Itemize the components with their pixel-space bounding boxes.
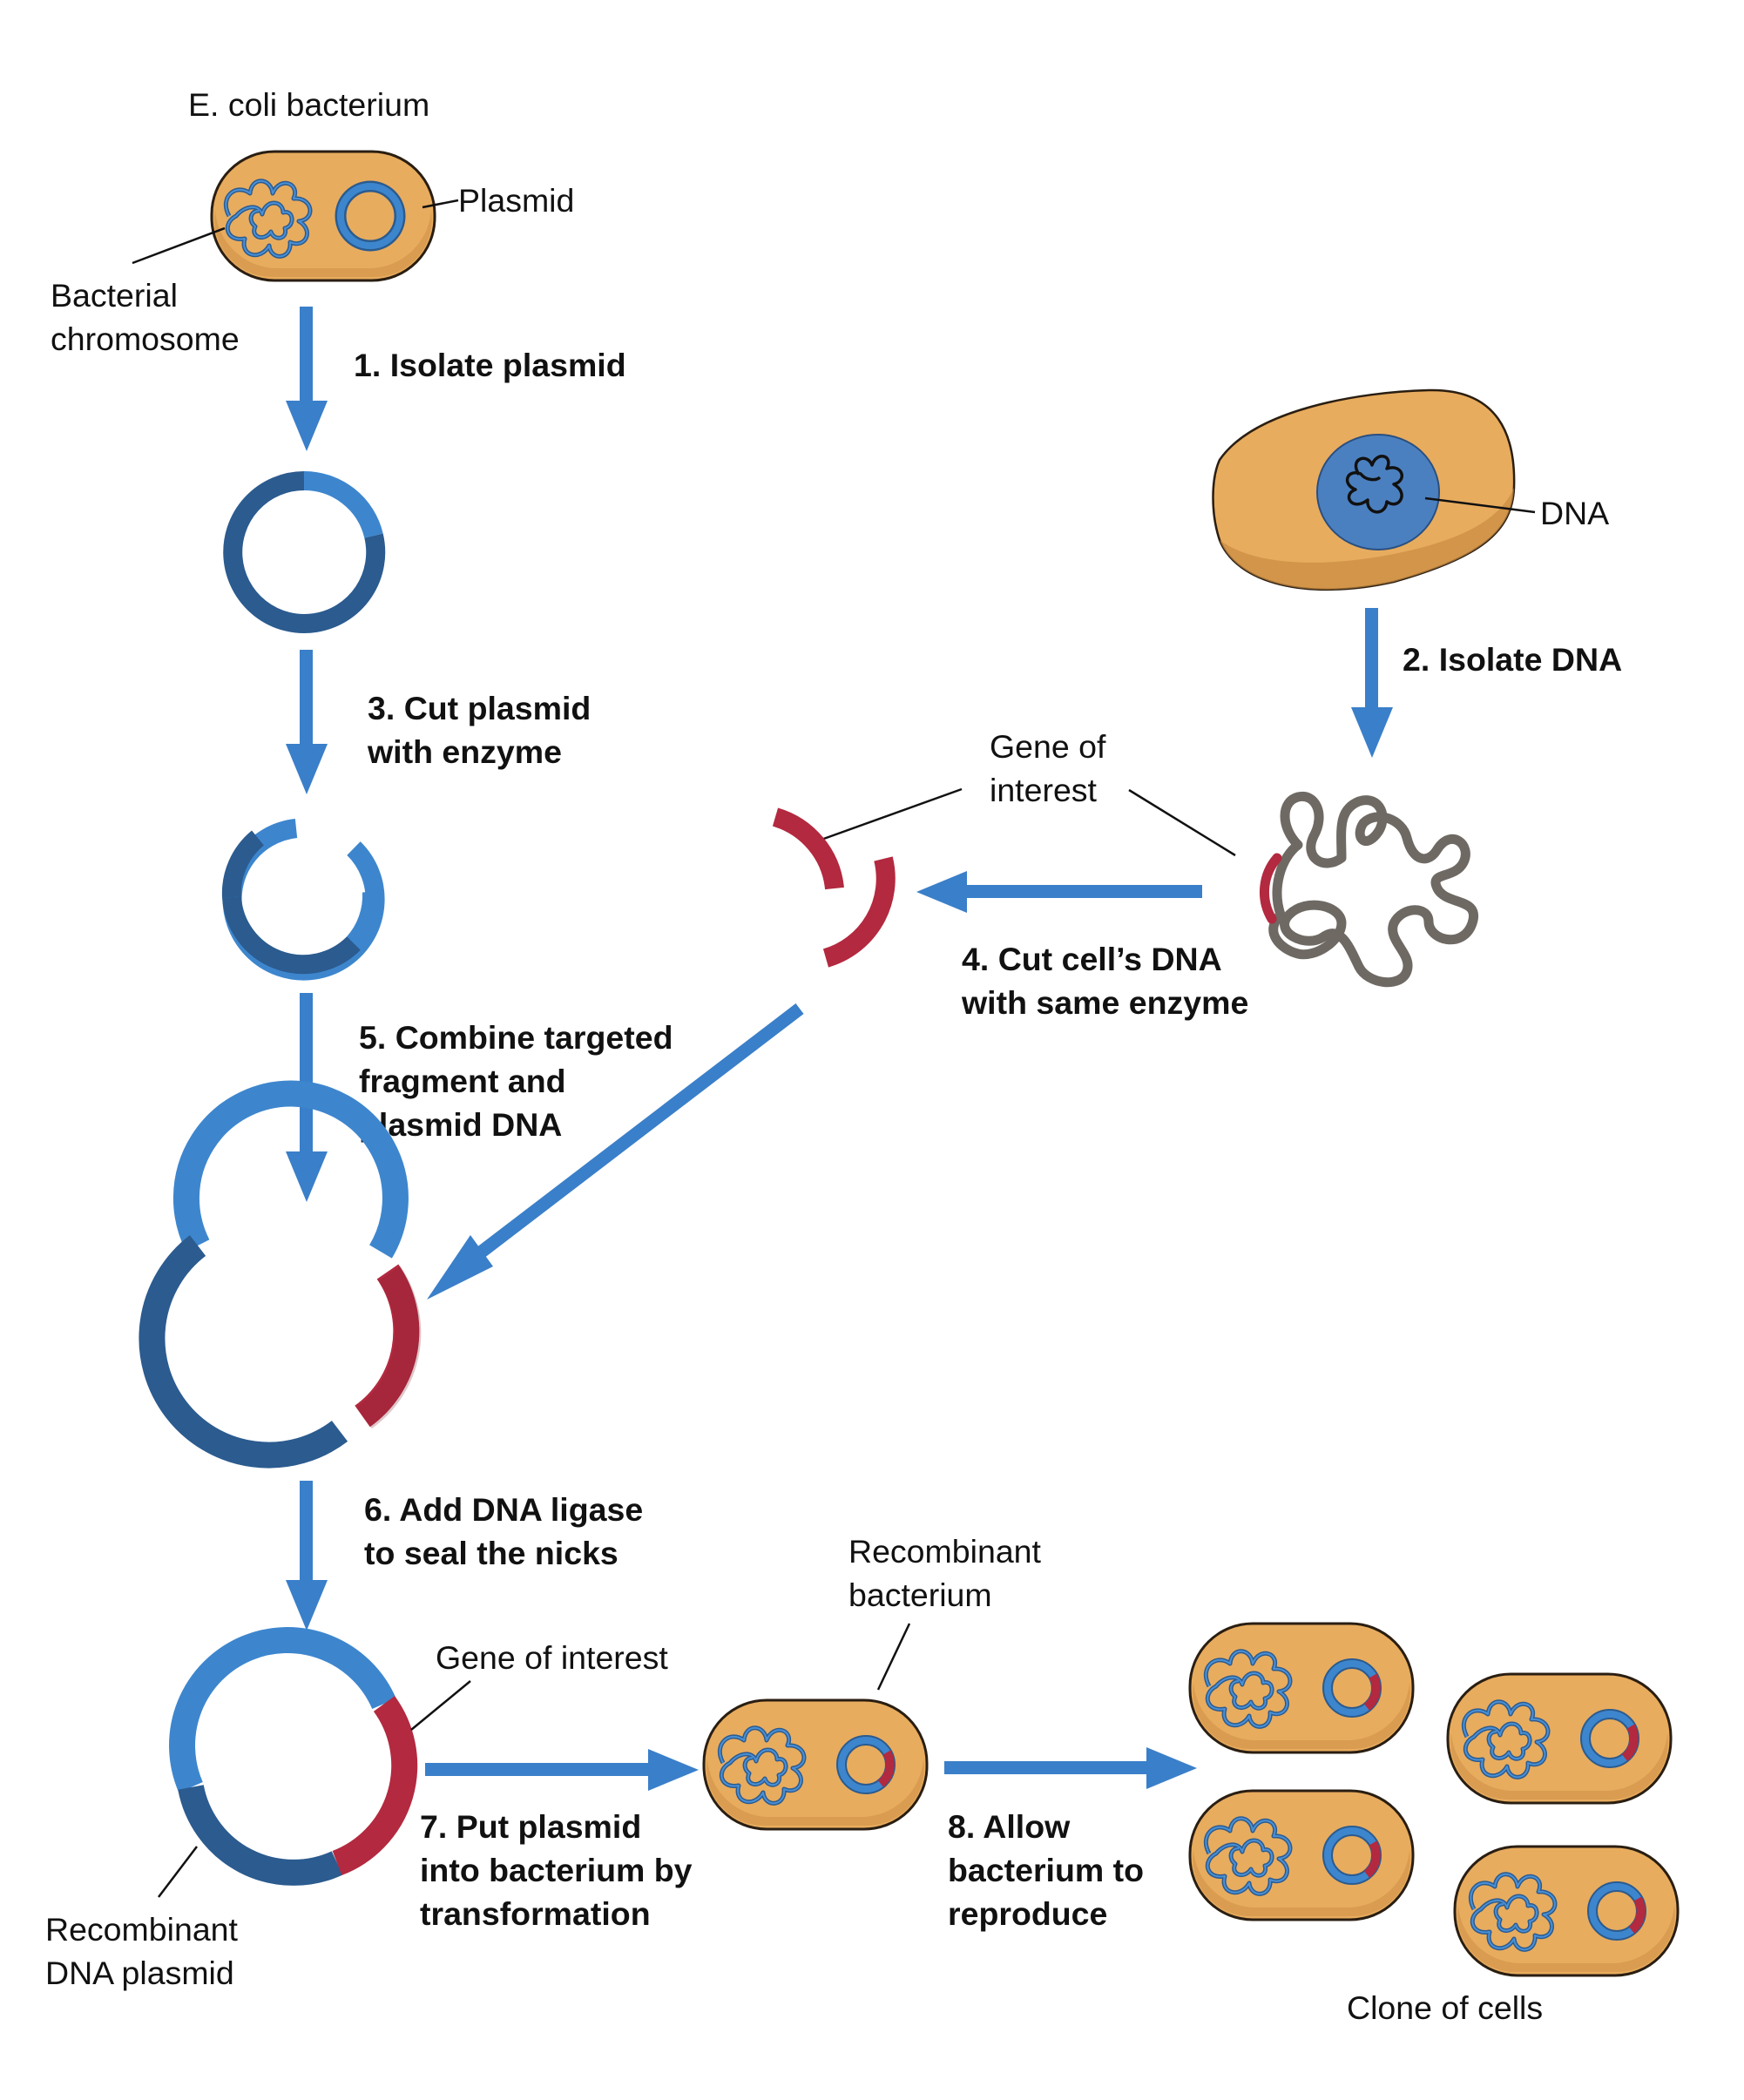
process-arrow-icon — [286, 650, 328, 794]
gene-of-interest-bottom-label: Gene of interest — [436, 1639, 668, 1676]
process-arrow-icon — [916, 871, 1202, 913]
clone-cell-icon — [1190, 1624, 1413, 1752]
ecoli-cell-icon — [210, 150, 436, 282]
combined-plasmid-icon — [139, 1080, 422, 1469]
ecoli-label: E. coli bacterium — [188, 86, 429, 123]
dna-label: DNA — [1540, 495, 1609, 531]
dna-strand-icon — [1259, 791, 1479, 988]
process-arrow-icon — [1351, 608, 1393, 758]
isolated-plasmid-icon — [223, 470, 386, 633]
step-1-label: 1. Isolate plasmid — [354, 347, 626, 383]
clone-cell-icon — [1455, 1847, 1678, 1975]
recombinant-plasmid-icon — [169, 1627, 418, 1886]
step-2-label: 2. Isolate DNA — [1403, 641, 1622, 678]
eukaryotic-cell-icon — [1212, 388, 1516, 591]
cut-plasmid-icon — [221, 819, 385, 981]
step-4-label: 4. Cut cell’s DNA with same enzyme — [961, 941, 1248, 1021]
process-arrow-icon — [286, 307, 328, 451]
clone-cell-icon — [1190, 1791, 1413, 1920]
bacterial-chromosome-label: Bacterial chromosome — [51, 277, 240, 357]
process-arrow-icon — [427, 1003, 804, 1300]
process-arrow-icon — [944, 1747, 1197, 1789]
step-3-label: 3. Cut plasmid with enzyme — [367, 690, 600, 770]
process-arrow-icon — [286, 1481, 328, 1631]
recombinant-bacterium-icon — [704, 1700, 927, 1829]
process-arrow-icon — [425, 1749, 699, 1791]
step-6-label: 6. Add DNA ligase to seal the nicks — [364, 1491, 652, 1571]
gene-of-interest-top-label: Gene of interest — [990, 728, 1115, 808]
dna-fragment-icon — [772, 807, 896, 968]
clone-of-cells-label: Clone of cells — [1347, 1989, 1543, 2026]
process-arrow-icon — [286, 993, 328, 1202]
step-8-label: 8. Allow bacterium to reproduce — [948, 1808, 1153, 1932]
clone-cell-icon — [1448, 1674, 1671, 1803]
plasmid-label: Plasmid — [458, 182, 574, 219]
step-5-label: 5. Combine targeted fragment and plasmid… — [359, 1019, 682, 1143]
plasmid-ring-icon — [335, 180, 406, 252]
step-7-label: 7. Put plasmid into bacterium by transfo… — [420, 1808, 701, 1932]
recombinant-bacterium-label: Recombinant bacterium — [848, 1533, 1050, 1613]
recombinant-dna-plasmid-label: Recombinant DNA plasmid — [45, 1911, 247, 1991]
